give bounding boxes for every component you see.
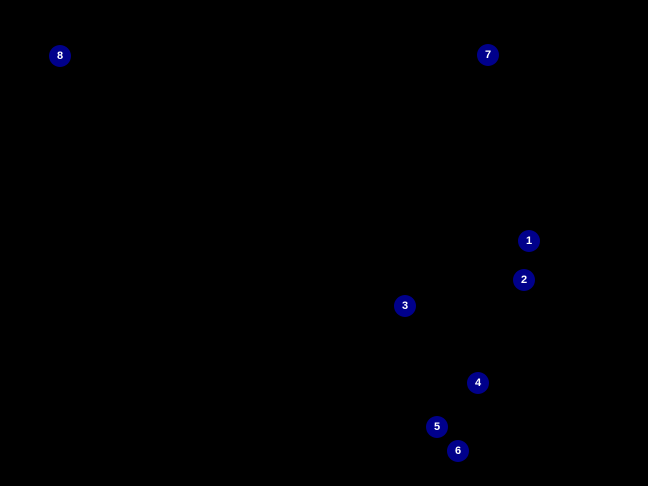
numbered-marker-6[interactable]: 6 xyxy=(447,440,469,462)
numbered-marker-5[interactable]: 5 xyxy=(426,416,448,438)
numbered-marker-3[interactable]: 3 xyxy=(394,295,416,317)
numbered-marker-4[interactable]: 4 xyxy=(467,372,489,394)
numbered-marker-1[interactable]: 1 xyxy=(518,230,540,252)
numbered-marker-8[interactable]: 8 xyxy=(49,45,71,67)
numbered-marker-7[interactable]: 7 xyxy=(477,44,499,66)
numbered-marker-2[interactable]: 2 xyxy=(513,269,535,291)
